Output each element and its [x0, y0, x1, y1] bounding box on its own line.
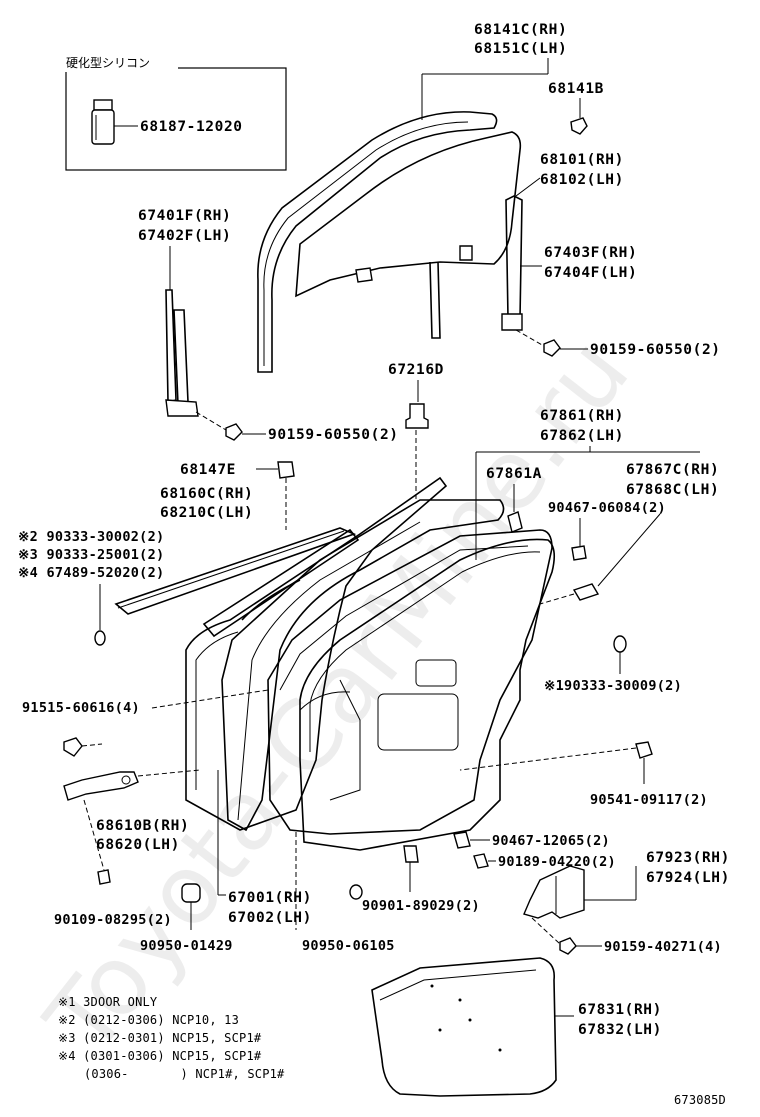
clip-68141b-icon: [570, 117, 588, 135]
plug-90950-01429-icon: [181, 883, 201, 903]
label-plug-90901: 90901-89029(2): [362, 898, 480, 914]
rear-run-channel: [501, 195, 523, 331]
label-67861a: 67861A: [486, 466, 542, 482]
plug-90950-06105-icon: [349, 884, 363, 900]
label-68141b: 68141B: [548, 81, 604, 97]
label-67868c-lh: 67868C(LH): [626, 482, 719, 498]
label-plug-90950-01429: 90950-01429: [140, 938, 233, 954]
label-clip-90541: 90541-09117(2): [590, 792, 708, 808]
screw-90189-icon: [473, 853, 489, 869]
bolt-upper-left-icon: [225, 423, 243, 441]
label-front-run-lh: 67402F(LH): [138, 228, 231, 244]
label-bracket-lh: 67924(LH): [646, 870, 730, 886]
footnote-2: ※2 (0212-0306) NCP10, 13: [58, 1013, 239, 1027]
label-bolt-upper-right: 90159-60550(2): [590, 342, 721, 358]
label-belt-lh: 68210C(LH): [160, 505, 253, 521]
door-glass: [295, 131, 522, 298]
label-hole-plug-a: ※2 90333-30002(2): [18, 529, 164, 545]
plug-90901-icon: [403, 845, 419, 863]
door-inner-frame: [221, 499, 505, 832]
figure-code: 673085D: [674, 1093, 726, 1107]
bolt-90109-icon: [97, 869, 111, 885]
footnote-1: ※1 3DOOR ONLY: [58, 995, 158, 1009]
bracket-67923-icon: [523, 865, 585, 919]
part-67216d-icon: [405, 403, 429, 429]
part-67867c-icon: [572, 583, 600, 601]
door-weatherstrip: [299, 538, 556, 851]
footnote-4: ※4 (0301-0306) NCP15, SCP1#: [58, 1049, 262, 1063]
footnote-3: ※3 (0212-0301) NCP15, SCP1#: [58, 1031, 262, 1045]
label-plug-90333-30009: ※190333-30009(2): [544, 678, 682, 694]
silicone-tube-icon: [91, 99, 115, 145]
footnote-5: (0306- ) NCP1#, SCP1#: [84, 1067, 285, 1081]
label-silicone: 68187-12020: [140, 119, 243, 135]
inset-title: 硬化型シリコン: [66, 56, 150, 70]
label-door-lh: 67002(LH): [228, 910, 312, 926]
part-68147e-icon: [277, 461, 295, 479]
label-bolt-upper-left: 90159-60550(2): [268, 427, 399, 443]
label-rear-run-rh: 67403F(RH): [544, 245, 637, 261]
label-67216d: 67216D: [388, 362, 444, 378]
label-hole-plug-c: ※4 67489-52020(2): [18, 565, 164, 581]
label-clip-90467-06084: 90467-06084(2): [548, 500, 666, 516]
clip-90467-06084-icon: [571, 545, 587, 561]
label-frame-rh: 68141C(RH): [474, 22, 567, 38]
label-door-rh: 67001(RH): [228, 890, 312, 906]
plug-90333-30009-icon: [613, 635, 627, 653]
label-check-rh: 68610B(RH): [96, 818, 189, 834]
bolt-91515-icon: [63, 737, 83, 757]
footnotes: ※1 3DOOR ONLY ※2 (0212-0306) NCP10, 13 ※…: [58, 995, 285, 1081]
label-rear-run-lh: 67404F(LH): [544, 265, 637, 281]
label-bracket-rh: 67923(RH): [646, 850, 730, 866]
clip-90467-12065-icon: [453, 831, 471, 849]
label-clip-90467-12065: 90467-12065(2): [492, 833, 610, 849]
clip-90541-icon: [635, 741, 653, 759]
silicone-inset: 硬化型シリコン 68187-12020: [60, 56, 287, 171]
label-67867c-rh: 67867C(RH): [626, 462, 719, 478]
label-glass-rh: 68101(RH): [540, 152, 624, 168]
label-bolt-90159-40271: 90159-40271(4): [604, 939, 722, 955]
label-ws-rh: 67861(RH): [540, 408, 624, 424]
bolt-upper-right-icon: [543, 339, 561, 357]
service-hole-cover: [371, 957, 557, 1097]
door-frame-molding: [257, 111, 498, 373]
label-glass-lh: 68102(LH): [540, 172, 624, 188]
label-belt-rh: 68160C(RH): [160, 486, 253, 502]
door-check-arm: [63, 771, 139, 801]
part-67861a-icon: [507, 511, 523, 533]
label-screw-90189: 90189-04220(2): [498, 854, 616, 870]
inset-title-bg: [60, 56, 178, 72]
bolt-90159-40271-icon: [559, 937, 577, 955]
door-outer-panel: [185, 476, 448, 831]
hole-plug-icon: [94, 630, 106, 646]
label-hole-plug-b: ※3 90333-25001(2): [18, 547, 164, 563]
label-bolt-90109: 90109-08295(2): [54, 912, 172, 928]
label-ws-lh: 67862(LH): [540, 428, 624, 444]
label-cover-lh: 67832(LH): [578, 1022, 662, 1038]
label-plug-90950-06105: 90950-06105: [302, 938, 395, 954]
door-inner-panel: [267, 529, 553, 835]
label-check-lh: 68620(LH): [96, 837, 180, 853]
glass-channel: [429, 261, 441, 339]
label-68147e: 68147E: [180, 462, 236, 478]
label-cover-rh: 67831(RH): [578, 1002, 662, 1018]
label-frame-lh: 68151C(LH): [474, 41, 567, 57]
front-run-channel: [165, 289, 199, 417]
label-front-run-rh: 67401F(RH): [138, 208, 231, 224]
label-bolt-91515: 91515-60616(4): [22, 700, 140, 716]
